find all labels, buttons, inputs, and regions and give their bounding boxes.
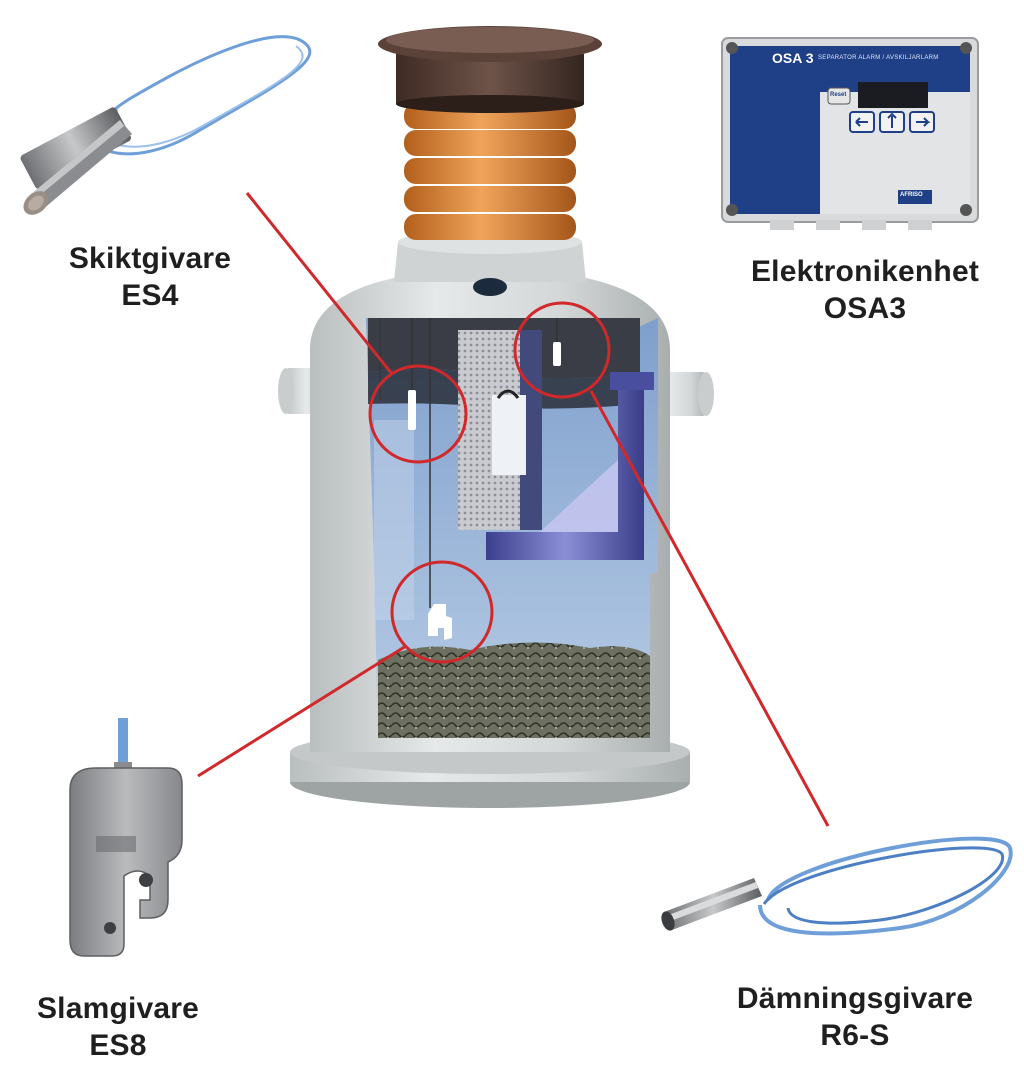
label-damningsgivare-code: R6-S (820, 1019, 890, 1052)
osa3-brand: AFRISO (900, 192, 923, 198)
r6s-level-sensor-icon (661, 836, 1013, 936)
label-elektronikenhet-name: Elektronikenhet (750, 255, 980, 288)
label-skiktgivare: Skiktgivare ES4 (20, 240, 280, 314)
label-damningsgivare: Dämningsgivare R6-S (700, 980, 1010, 1054)
label-skiktgivare-code: ES4 (121, 279, 179, 312)
callout-line-es4 (245, 192, 394, 375)
label-elektronikenhet: Elektronikenhet OSA3 (720, 253, 1010, 327)
osa3-subtitle: SEPARATOR ALARM / AVSKILJARLARM (818, 55, 939, 61)
callout-circles (368, 301, 611, 664)
callout-lines (197, 192, 830, 827)
label-slamgivare-code: ES8 (89, 1029, 147, 1062)
es8-sludge-sensor-icon (69, 718, 183, 957)
label-skiktgivare-name: Skiktgivare (68, 242, 232, 275)
label-damningsgivare-name: Dämningsgivare (736, 982, 974, 1015)
callout-circle-es4 (368, 364, 468, 464)
osa3-title: OSA 3 (772, 50, 814, 66)
osa3-control-unit-icon (721, 37, 979, 230)
es4-sensor-icon (20, 35, 312, 215)
osa3-reset-button: Reset (830, 92, 847, 98)
separator-tank-icon (278, 26, 714, 808)
callout-circle-es8 (390, 560, 494, 664)
label-slamgivare-name: Slamgivare (36, 992, 200, 1025)
label-elektronikenhet-code: OSA3 (823, 292, 907, 325)
callout-line-es8 (197, 644, 407, 778)
callout-line-r6s (589, 390, 830, 827)
label-slamgivare: Slamgivare ES8 (0, 990, 236, 1064)
callout-circle-r6s (513, 301, 611, 399)
